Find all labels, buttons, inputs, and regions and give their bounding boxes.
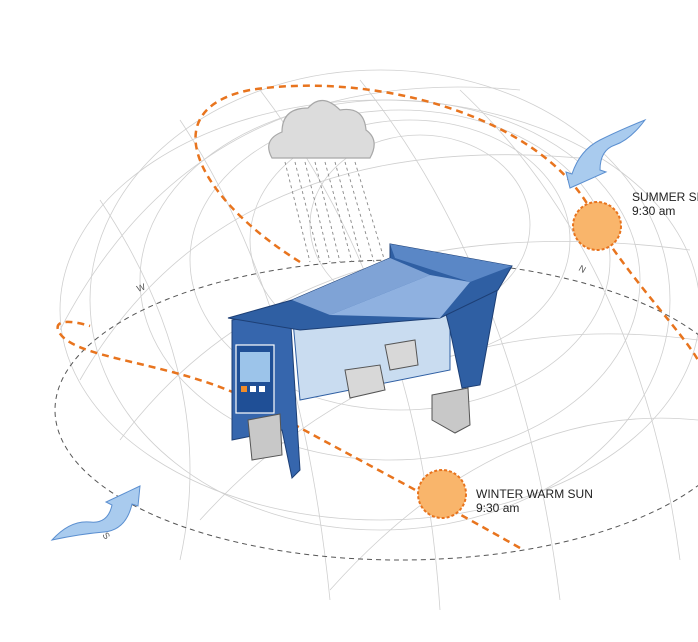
cloud-icon — [269, 100, 375, 158]
wind-arrow-icon — [52, 486, 140, 540]
summer-sun-icon — [573, 202, 621, 250]
winter-sun-title: WINTER WARM SUN — [476, 487, 593, 501]
wind-arrow-icon — [566, 120, 645, 188]
bus-shelter — [228, 244, 512, 478]
winter-sun-icon — [418, 470, 466, 518]
compass-north: N — [577, 263, 588, 275]
summer-sun-title: SUMMER SH — [632, 190, 698, 204]
winter-sun-time: 9:30 am — [476, 501, 519, 515]
summer-sun-time: 9:30 am — [632, 204, 675, 218]
